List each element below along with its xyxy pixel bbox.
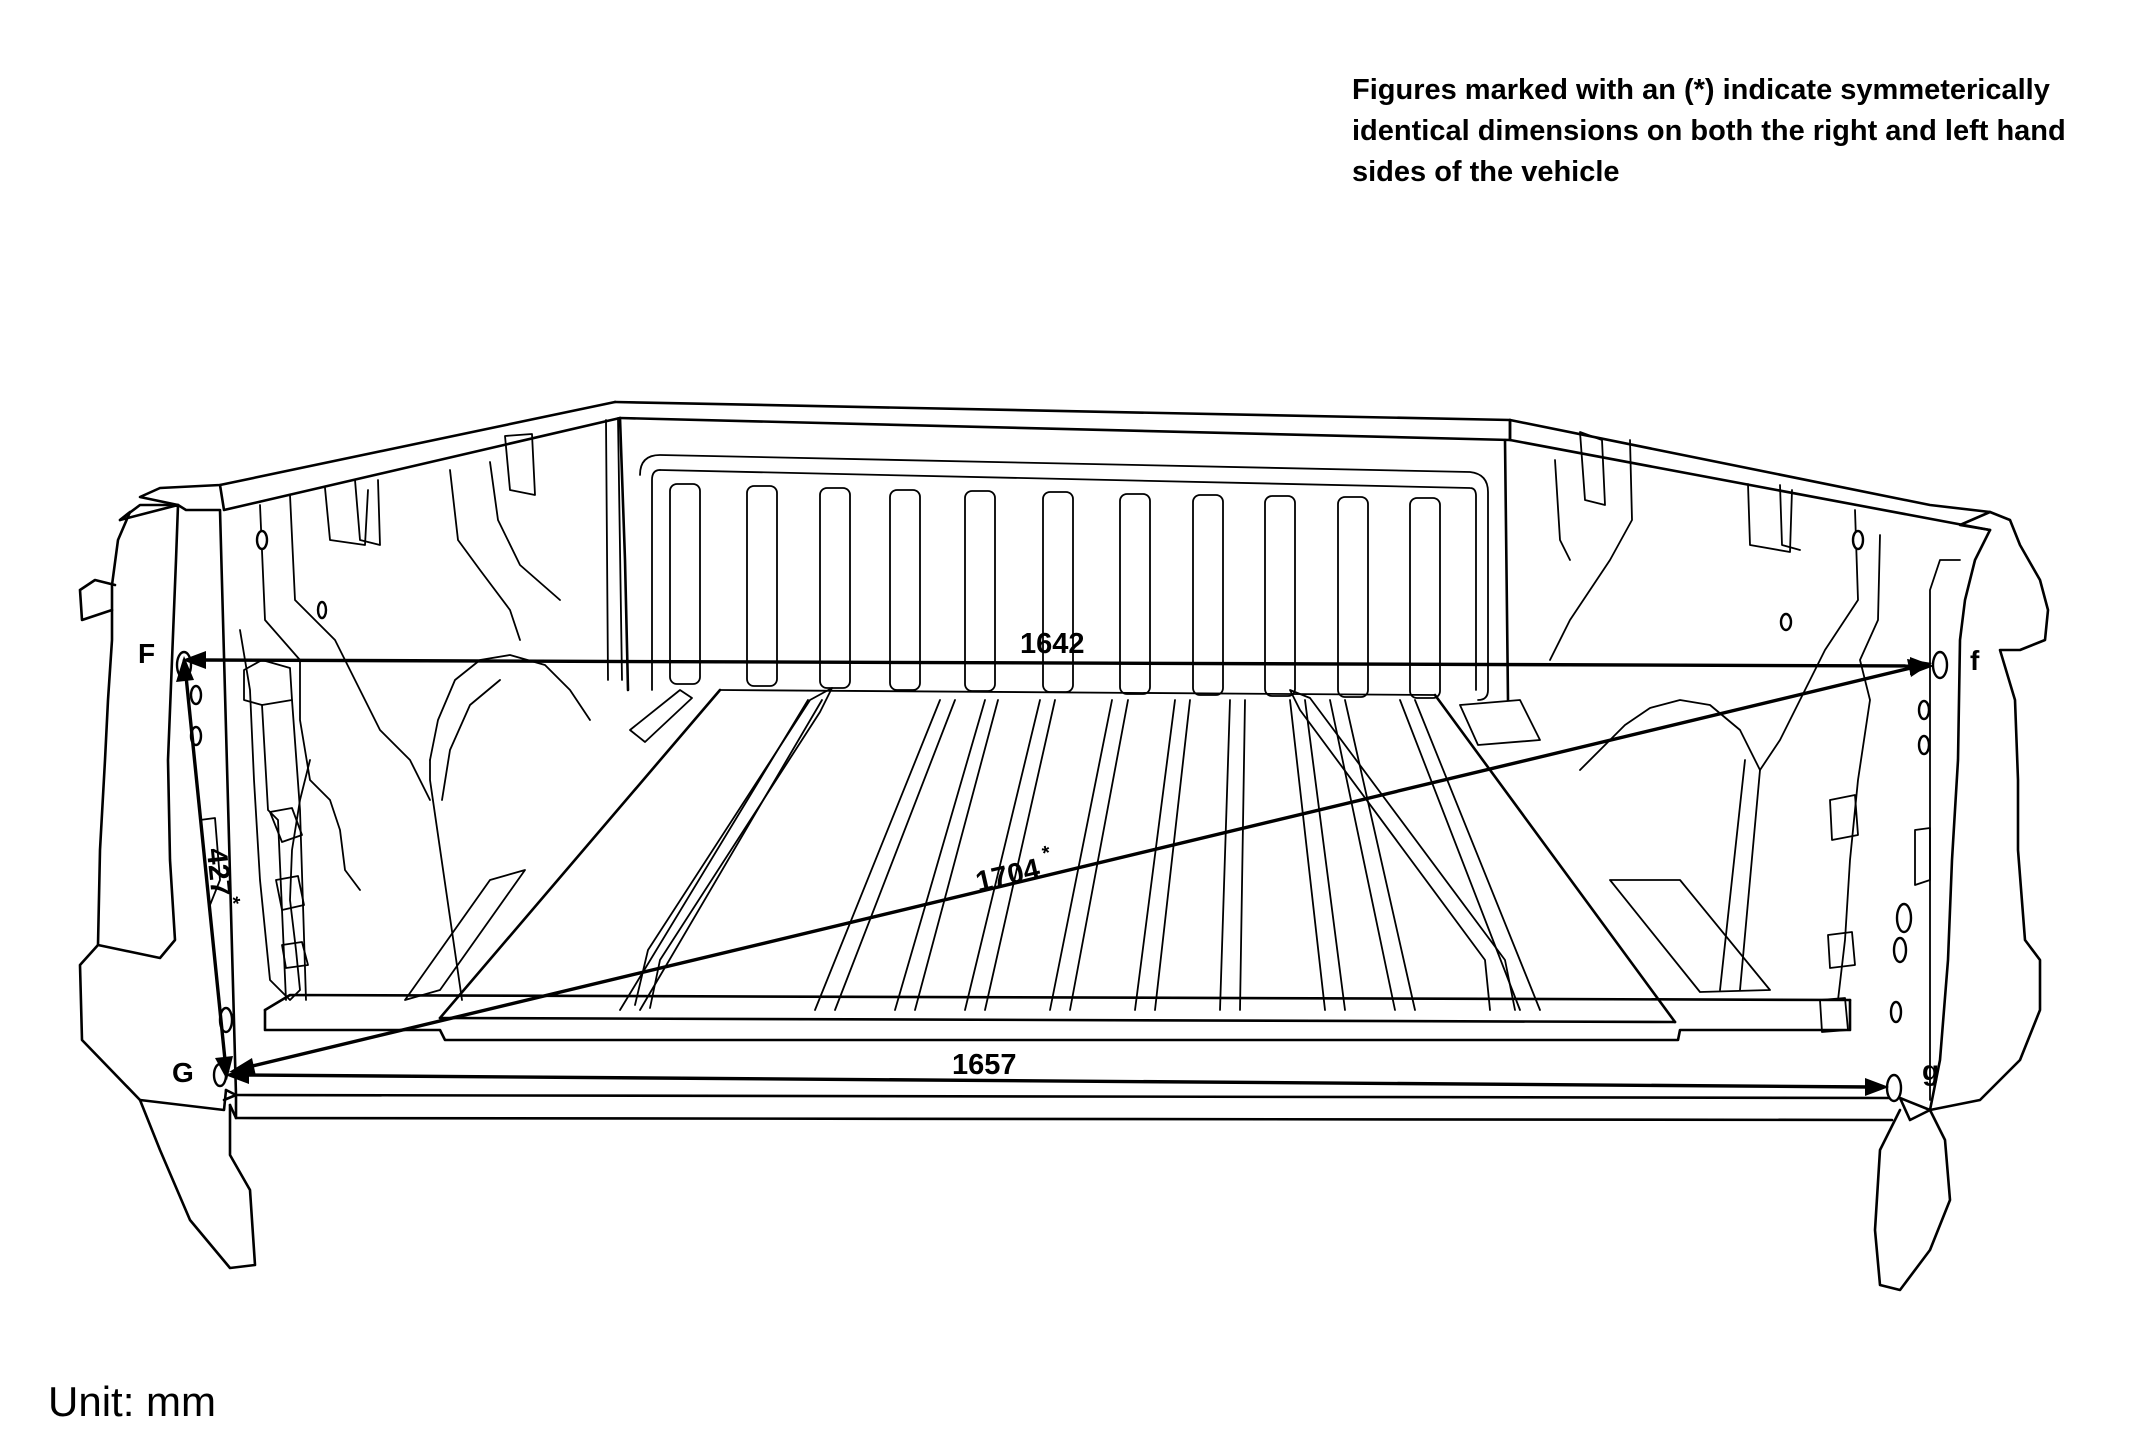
truck-bed-drawing xyxy=(78,400,2050,1292)
unit-label: Unit: mm xyxy=(48,1378,216,1425)
floor-ribs xyxy=(619,699,1541,1011)
point-label-F: F xyxy=(138,638,155,669)
label-427-asterisk: * xyxy=(221,896,244,906)
dimension-lines xyxy=(176,651,1934,1096)
dimension-line-1642 xyxy=(199,658,1916,668)
point-label-G: G xyxy=(172,1057,194,1088)
dimension-line-427 xyxy=(184,675,227,1061)
label-1657: 1657 xyxy=(952,1049,1017,1081)
label-1704-asterisk: * xyxy=(1040,842,1053,865)
arrowhead-F-vertical xyxy=(176,656,194,682)
label-1642: 1642 xyxy=(1020,628,1085,660)
symmetry-note: Figures marked with an (*) indicate symm… xyxy=(1352,74,2066,188)
dimension-line-1657 xyxy=(244,1073,1871,1089)
reference-points: F f G g xyxy=(138,638,1980,1088)
dimension-labels: 1642 1657 1704 * 427 * xyxy=(200,628,1085,1081)
arrowhead-G-vertical xyxy=(215,1056,233,1080)
dimension-line-1704 xyxy=(243,665,1916,1070)
arrowhead-G-diagonal xyxy=(229,1058,256,1076)
point-label-g: g xyxy=(1922,1055,1939,1086)
arrowhead-f-diagonal xyxy=(1907,659,1932,677)
headboard-ribs xyxy=(669,483,1441,699)
point-label-f: f xyxy=(1970,645,1980,676)
arrowhead-F-top xyxy=(182,651,206,669)
label-427: 427 xyxy=(200,847,237,898)
label-1704: 1704 xyxy=(973,853,1043,899)
arrowhead-g-bottom xyxy=(1865,1078,1889,1096)
